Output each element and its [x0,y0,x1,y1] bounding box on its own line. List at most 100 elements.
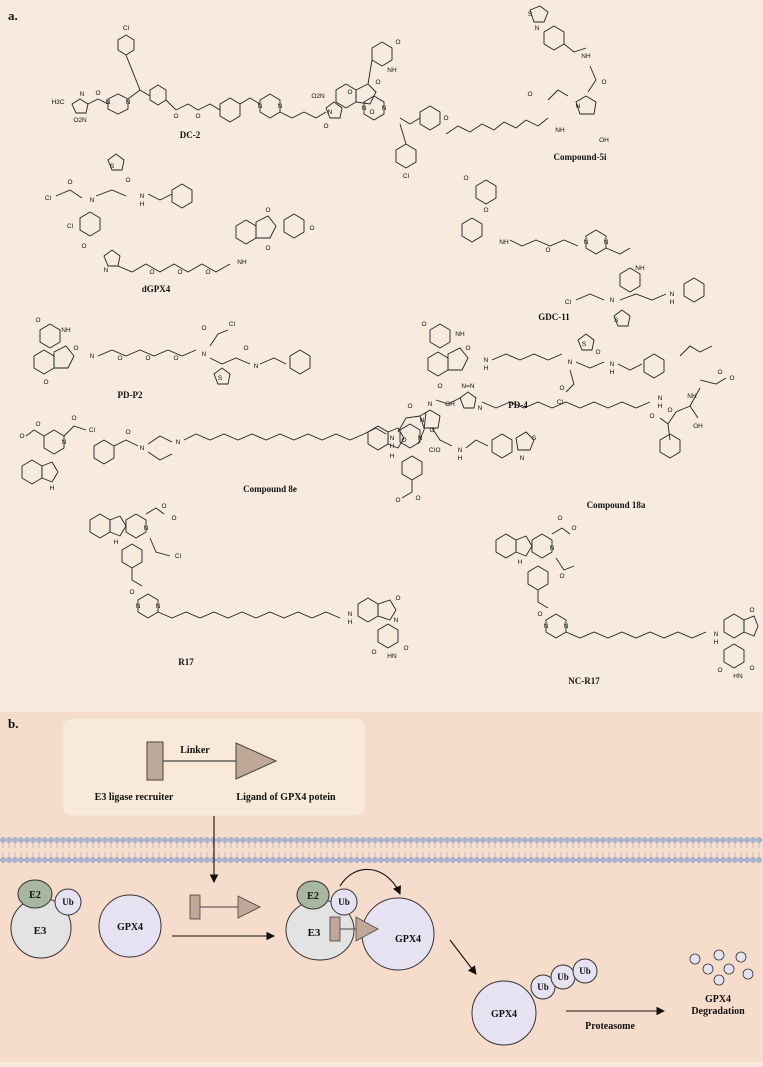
svg-text:O: O [369,109,374,116]
svg-text:N: N [584,239,589,246]
svg-text:O: O [81,243,86,250]
svg-text:N: N [520,455,525,462]
compound-name-pd-p2: PD-P2 [118,390,143,400]
svg-text:O: O [173,355,178,362]
svg-text:O: O [323,123,328,130]
svg-text:O: O [201,325,206,332]
linker-label: Linker [180,745,210,756]
svg-text:O: O [375,79,380,86]
svg-text:Cl: Cl [67,223,74,230]
protac-legend-box: Linker E3 ligase recruiter Ligand of GPX… [61,717,367,817]
gpx4-ligand-shape [235,742,278,780]
svg-text:N: N [382,105,387,112]
svg-text:OH: OH [445,401,455,408]
svg-text:Cl: Cl [403,173,410,180]
svg-text:N: N [278,103,283,110]
svg-text:O: O [429,427,434,434]
svg-text:O: O [149,269,154,276]
svg-text:O: O [35,421,40,428]
svg-text:N: N [90,353,95,360]
svg-text:O: O [125,429,130,436]
svg-text:O: O [401,437,406,444]
gpx4-label-ub: GPX4 [491,1009,517,1020]
panel-a-label: a. [8,8,18,23]
svg-text:N: N [610,361,615,368]
svg-text:O: O [749,607,754,614]
svg-text:N: N [140,193,145,200]
svg-text:O: O [171,515,176,522]
svg-text:O: O [161,503,166,510]
compound-name-pd-4: PD-4 [508,400,528,410]
svg-text:N: N [362,105,367,112]
panel-b-mechanism: b. Linker E3 ligase recruiter Ligand of … [0,716,762,1046]
svg-text:H: H [114,539,119,546]
ub-label-3: Ub [579,966,591,976]
structure-pd-p2: O NH O O N O O O N Cl O O N [33,317,311,386]
svg-text:O: O [649,413,654,420]
e3-recruiter-shape [146,741,164,781]
degradation-label-line2: Degradation [691,1006,745,1017]
svg-text:O: O [557,515,562,522]
svg-text:O: O [309,225,314,232]
structure-pd-4: O NH O O N H N S O N H O [421,321,665,406]
svg-text:O: O [371,649,376,656]
svg-text:N: N [420,417,425,424]
arrow-to-ubiquitinated [449,939,477,975]
svg-text:H: H [50,485,55,492]
svg-text:N: N [484,357,489,364]
svg-text:O: O [595,349,600,356]
svg-text:H: H [484,365,489,372]
e3-recruiter-label: E3 ligase recruiter [95,792,174,803]
svg-text:O: O [463,175,468,182]
svg-text:Cl: Cl [175,553,182,560]
svg-text:O: O [19,433,24,440]
svg-text:NH: NH [499,239,509,246]
svg-text:N: N [428,401,433,408]
svg-text:H: H [140,201,145,208]
structure-nc-r17: H N O O O O N N N H O [495,515,759,680]
cell-membrane [0,837,762,863]
svg-text:N: N [62,439,67,446]
compound-name-dgpx4: dGPX4 [142,284,171,294]
svg-text:NH: NH [455,331,465,338]
svg-text:O: O [443,115,448,122]
structure-gdc-11: O O NH O N N NH N Cl N H S [461,175,705,327]
svg-text:O: O [265,207,270,214]
svg-text:H: H [390,443,395,450]
svg-text:N: N [80,91,85,98]
svg-text:N: N [136,603,141,610]
svg-text:O: O [71,415,76,422]
e2-label: E2 [29,890,41,901]
ub-transfer-arrow [339,868,402,896]
compound-name-compound-18a: Compound 18a [587,500,646,510]
svg-text:N: N [254,363,259,370]
panel-b: b. Linker E3 ligase recruiter Ligand of … [0,712,763,1062]
svg-text:O: O [67,179,72,186]
svg-text:O: O [177,269,182,276]
structure-dc-2: H3C N O2N O N N Cl O O N N [51,25,400,124]
svg-text:O: O [395,39,400,46]
svg-text:O: O [717,667,722,674]
svg-text:N: N [394,617,399,624]
svg-text:O: O [145,355,150,362]
structure-compound-5i: N S NH O N OH O NH O Cl [311,5,609,180]
compound-name-r17: R17 [178,657,194,667]
svg-text:O: O [537,611,542,618]
ternary-complex: E3 E2 Ub GPX4 [285,868,435,971]
structure-compound-18a: O O NH OH O O N H N=N N N O [367,345,735,504]
svg-text:H: H [458,455,463,462]
ub-label: Ub [62,897,74,907]
svg-text:NH: NH [687,393,697,400]
svg-text:Cl: Cl [429,447,436,454]
svg-text:N: N [156,603,161,610]
svg-text:O: O [395,497,400,504]
compound-name-gdc-11: GDC-11 [538,312,570,322]
svg-text:O: O [465,345,470,352]
compound-name-dc-2: DC-2 [180,130,201,140]
svg-text:O: O [35,317,40,324]
svg-text:H: H [714,639,719,646]
svg-text:N: N [144,525,149,532]
svg-text:O: O [729,375,734,382]
svg-text:NH: NH [61,327,71,334]
panel-a: a. H3C N O2N O N N Cl O O [8,5,759,686]
